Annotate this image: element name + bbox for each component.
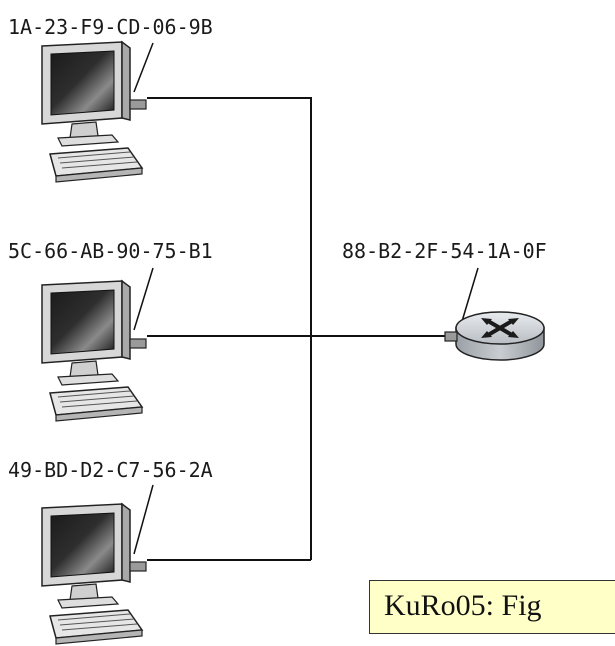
figure-caption-box: KuRo05: Fig <box>369 580 615 634</box>
desktop-computer-icon <box>41 41 147 183</box>
desktop-computer-icon <box>41 503 147 645</box>
leader-line-host-3 <box>133 484 154 555</box>
router-mac-address: 88-B2-2F-54-1A-0F <box>342 239 547 263</box>
host-3-mac-address: 49-BD-D2-C7-56-2A <box>8 458 213 482</box>
host-2-mac-address: 5C-66-AB-90-75-B1 <box>8 239 213 263</box>
desktop-computer-icon <box>41 280 147 422</box>
wires <box>147 97 452 561</box>
leader-line-host-2 <box>133 267 154 331</box>
router-icon <box>444 311 545 361</box>
figure-caption-text: KuRo05: Fig <box>384 589 542 622</box>
wire-host-1 <box>147 97 312 560</box>
leader-line-router <box>459 267 479 329</box>
host-1-mac-address: 1A-23-F9-CD-06-9B <box>8 15 213 39</box>
leader-line-host-1 <box>133 42 154 93</box>
